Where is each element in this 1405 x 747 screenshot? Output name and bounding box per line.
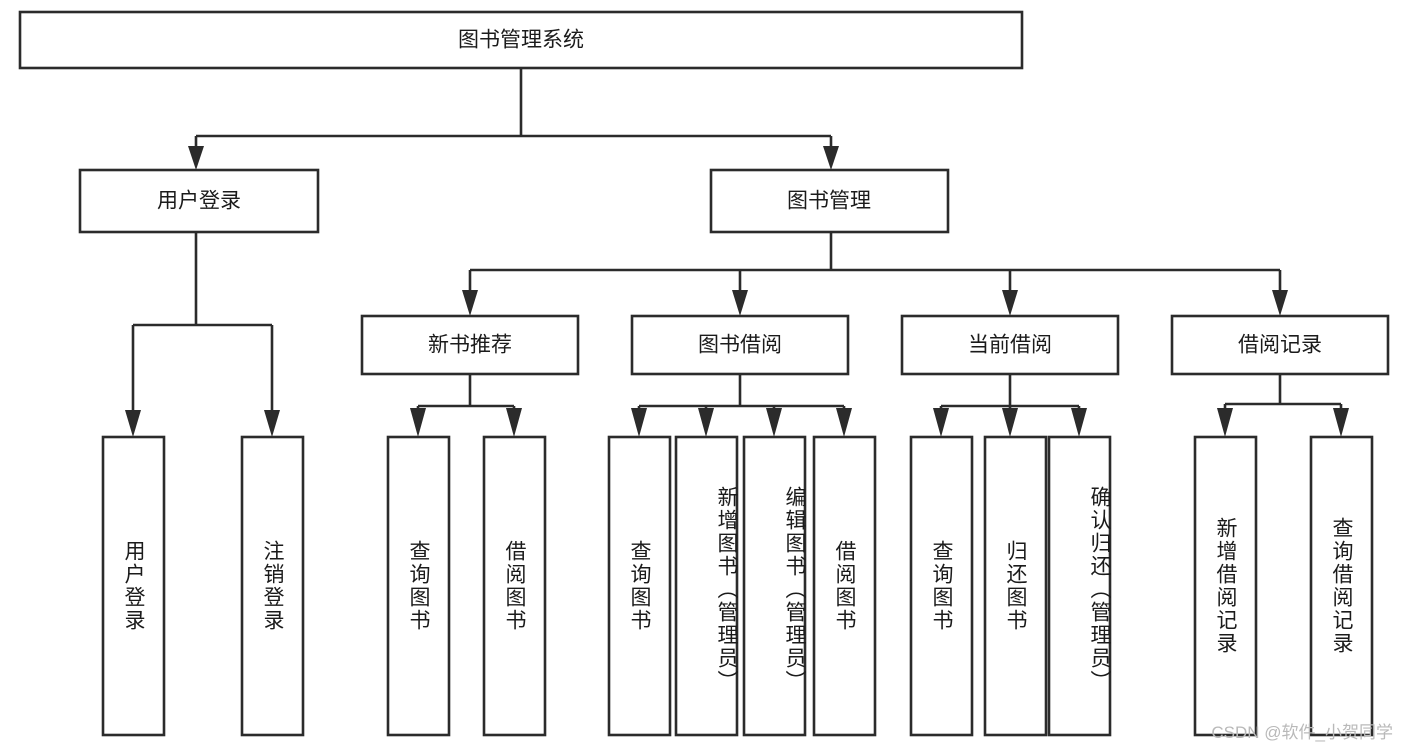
arrow-head-leaf-nbr-borrow (506, 408, 522, 437)
arrow-head-user-login (188, 146, 204, 170)
node-leaf-cb-confirm-return[interactable] (1047, 435, 1112, 737)
connectors-book-borrow-to-leaves (631, 374, 852, 437)
node-leaf-bb-add-book[interactable] (674, 435, 739, 737)
connectors-user-login-to-leaves (125, 232, 280, 437)
node-book-manage[interactable] (709, 168, 950, 234)
node-user-login-label: 用户登录 (157, 190, 241, 213)
arrow-head-leaf-user-login (125, 410, 141, 437)
node-new-book-recommend[interactable] (360, 314, 580, 376)
arrow-head-leaf-cb-query (933, 408, 949, 437)
watermark-csdn: CSDN @软件_小贺同学 (1211, 723, 1393, 742)
node-leaf-nbr-query-book[interactable] (386, 435, 451, 737)
node-current-borrow-label: 当前借阅 (968, 334, 1052, 357)
arrow-head-leaf-logout (264, 410, 280, 437)
node-book-borrow[interactable] (630, 314, 850, 376)
node-borrow-record[interactable] (1170, 314, 1390, 376)
arrow-head-leaf-cb-confirm (1071, 408, 1087, 437)
node-root-system[interactable] (18, 10, 1024, 70)
node-leaf-nbr-borrow-book[interactable] (482, 435, 547, 737)
arrow-head-leaf-bb-borrow (836, 408, 852, 437)
node-user-login[interactable] (78, 168, 320, 234)
connectors-borrow-record-to-leaves (1217, 374, 1349, 437)
connectors-current-borrow-to-leaves (933, 374, 1087, 437)
connectors-book-manage-to-level3 (462, 232, 1288, 316)
node-leaf-bb-borrow-book[interactable] (812, 435, 877, 737)
node-leaf-cb-return-book[interactable] (983, 435, 1048, 737)
arrow-head-book-manage (823, 146, 839, 170)
node-leaf-user-login[interactable] (101, 435, 166, 737)
node-leaf-bb-query-book[interactable] (607, 435, 672, 737)
node-current-borrow[interactable] (900, 314, 1120, 376)
node-leaf-cb-query-book[interactable] (909, 435, 974, 737)
arrow-head-current-borrow (1002, 290, 1018, 316)
arrow-head-leaf-bb-add (698, 408, 714, 437)
connectors-new-book-recommend-to-leaves (410, 374, 522, 437)
node-leaf-br-add-record[interactable] (1193, 435, 1258, 737)
arrow-head-leaf-bb-edit (766, 408, 782, 437)
node-book-manage-label: 图书管理 (787, 190, 871, 213)
node-borrow-record-label: 借阅记录 (1238, 334, 1322, 357)
arrow-head-leaf-br-add (1217, 408, 1233, 437)
node-new-book-recommend-label: 新书推荐 (428, 334, 512, 357)
arrow-head-leaf-br-query (1333, 408, 1349, 437)
node-leaf-logout[interactable] (240, 435, 305, 737)
arrow-head-borrow-record (1272, 290, 1288, 316)
connectors-root-to-level2 (188, 68, 839, 170)
arrow-head-new-book-recommend (462, 290, 478, 316)
arrow-head-book-borrow (732, 290, 748, 316)
arrow-head-leaf-bb-query (631, 408, 647, 437)
node-root-system-label: 图书管理系统 (458, 29, 584, 52)
node-leaf-br-query-record[interactable] (1309, 435, 1374, 737)
arrow-head-leaf-cb-return (1002, 408, 1018, 437)
arrow-head-leaf-nbr-query (410, 408, 426, 437)
node-book-borrow-label: 图书借阅 (698, 334, 782, 357)
node-leaf-bb-edit-book[interactable] (742, 435, 807, 737)
